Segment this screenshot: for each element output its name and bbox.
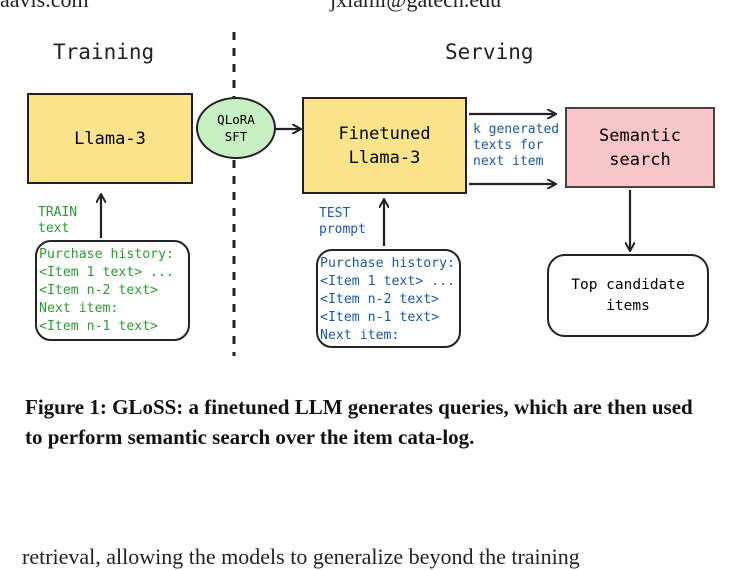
serving-title: Serving bbox=[445, 40, 534, 64]
semantic-search-label: Semantic search bbox=[599, 125, 681, 170]
header-email-right: jxlaml@gatech.edu bbox=[330, 0, 501, 13]
test-prompt-label: TEST prompt bbox=[319, 206, 366, 237]
llama3-label: Llama-3 bbox=[74, 128, 146, 149]
train-document: Purchase history: <Item 1 text> ... <Ite… bbox=[35, 240, 190, 341]
llama3-box: Llama-3 bbox=[27, 93, 193, 184]
finetuned-llama3-box: Finetuned Llama-3 bbox=[302, 97, 467, 194]
qlora-sft-label: QLoRA SFT bbox=[217, 112, 255, 144]
train-text-label: TRAIN text bbox=[38, 205, 78, 236]
header-email-left: aavis.com bbox=[0, 0, 89, 13]
top-candidates-label: Top candidate items bbox=[571, 276, 685, 314]
k-generated-label: k generated texts for next item bbox=[473, 122, 560, 169]
test-document: Purchase history: <Item 1 text> ... <Ite… bbox=[316, 249, 461, 348]
training-title: Training bbox=[53, 40, 155, 64]
body-text-fragment: retrieval, allowing the models to genera… bbox=[22, 544, 580, 569]
top-candidates-box: Top candidate items bbox=[547, 254, 709, 337]
qlora-sft-node: QLoRA SFT bbox=[196, 97, 276, 159]
figure-caption: Figure 1: GLoSS: a finetuned LLM generat… bbox=[25, 395, 693, 449]
finetuned-llama3-label: Finetuned Llama-3 bbox=[338, 123, 431, 168]
semantic-search-box: Semantic search bbox=[565, 107, 715, 188]
